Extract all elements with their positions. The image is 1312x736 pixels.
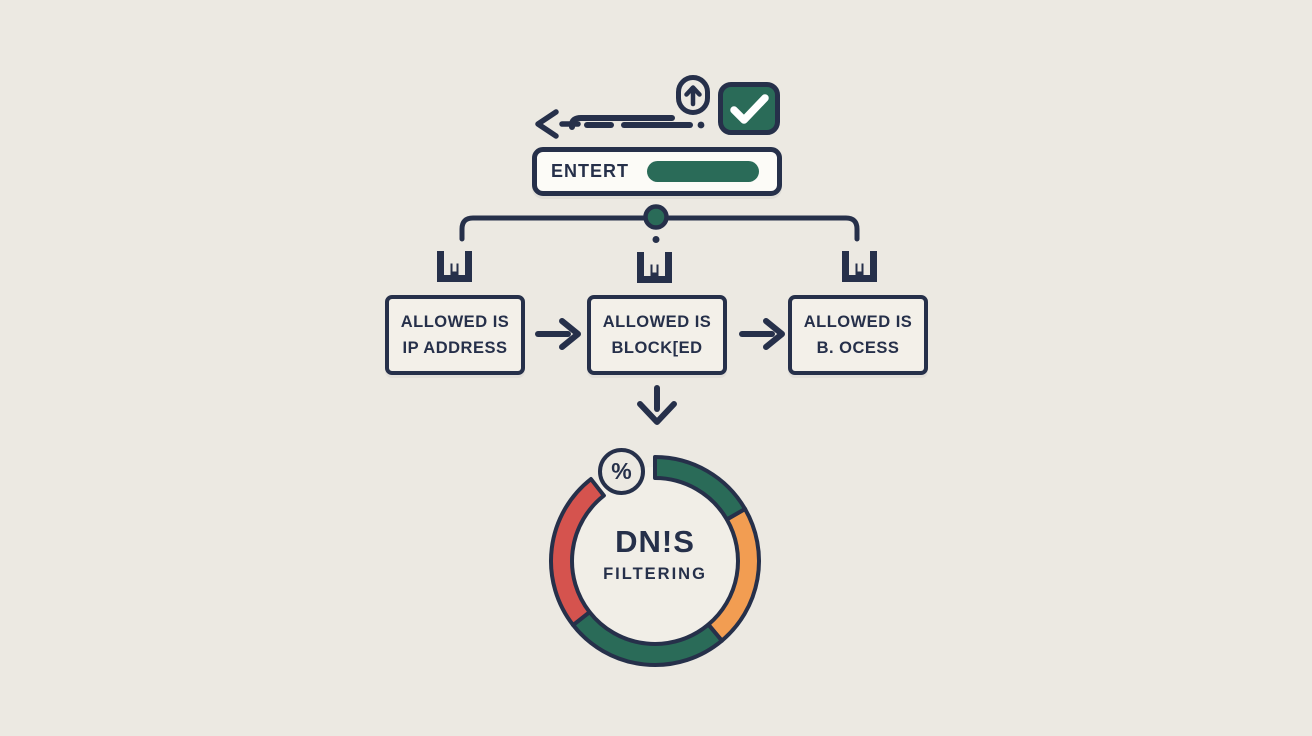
arrow-down-icon [637,385,677,425]
slot-icon [842,251,877,282]
donut-chart-svg [549,455,761,667]
branch-connector-lines [459,204,860,243]
connector-dot [652,236,660,243]
percent-badge-label: % [611,458,632,484]
flow-box-line1: ALLOWED IS [400,313,510,331]
flow-box-ip-address: ALLOWED IS IP ADDRESS [385,295,525,375]
flow-box-line2: B. OCESS [816,339,900,357]
donut-segment [549,477,606,628]
donut-chart [535,441,775,681]
arrow-right-icon [739,318,785,350]
percent-badge: % [598,448,645,495]
input-value-pill [647,161,759,182]
flow-box-line2: IP ADDRESS [402,339,508,357]
arrow-right-icon [535,318,581,350]
checkbox[interactable] [718,82,780,135]
donut-center-disc [561,467,749,655]
upload-pill-icon [676,75,710,115]
slot-icon [437,251,472,282]
input-label: ENTERT [551,161,629,181]
connector-node [643,204,669,230]
dashed-line-icon [569,115,705,130]
donut-subtitle: FILTERING [603,565,707,583]
checkmark-icon [730,93,769,124]
slot-icon [637,252,672,283]
flow-box-blocked: ALLOWED IS BLOCK[ED [587,295,727,375]
donut-title: DN!S [615,524,695,559]
donut-segments [549,455,761,667]
flow-box-line1: ALLOWED IS [803,313,913,331]
flow-box-line2: BLOCK[ED [611,339,703,357]
flow-box-process: ALLOWED IS B. OCESS [788,295,928,375]
flow-box-line1: ALLOWED IS [602,313,712,331]
text-input[interactable]: ENTERT [532,147,782,196]
